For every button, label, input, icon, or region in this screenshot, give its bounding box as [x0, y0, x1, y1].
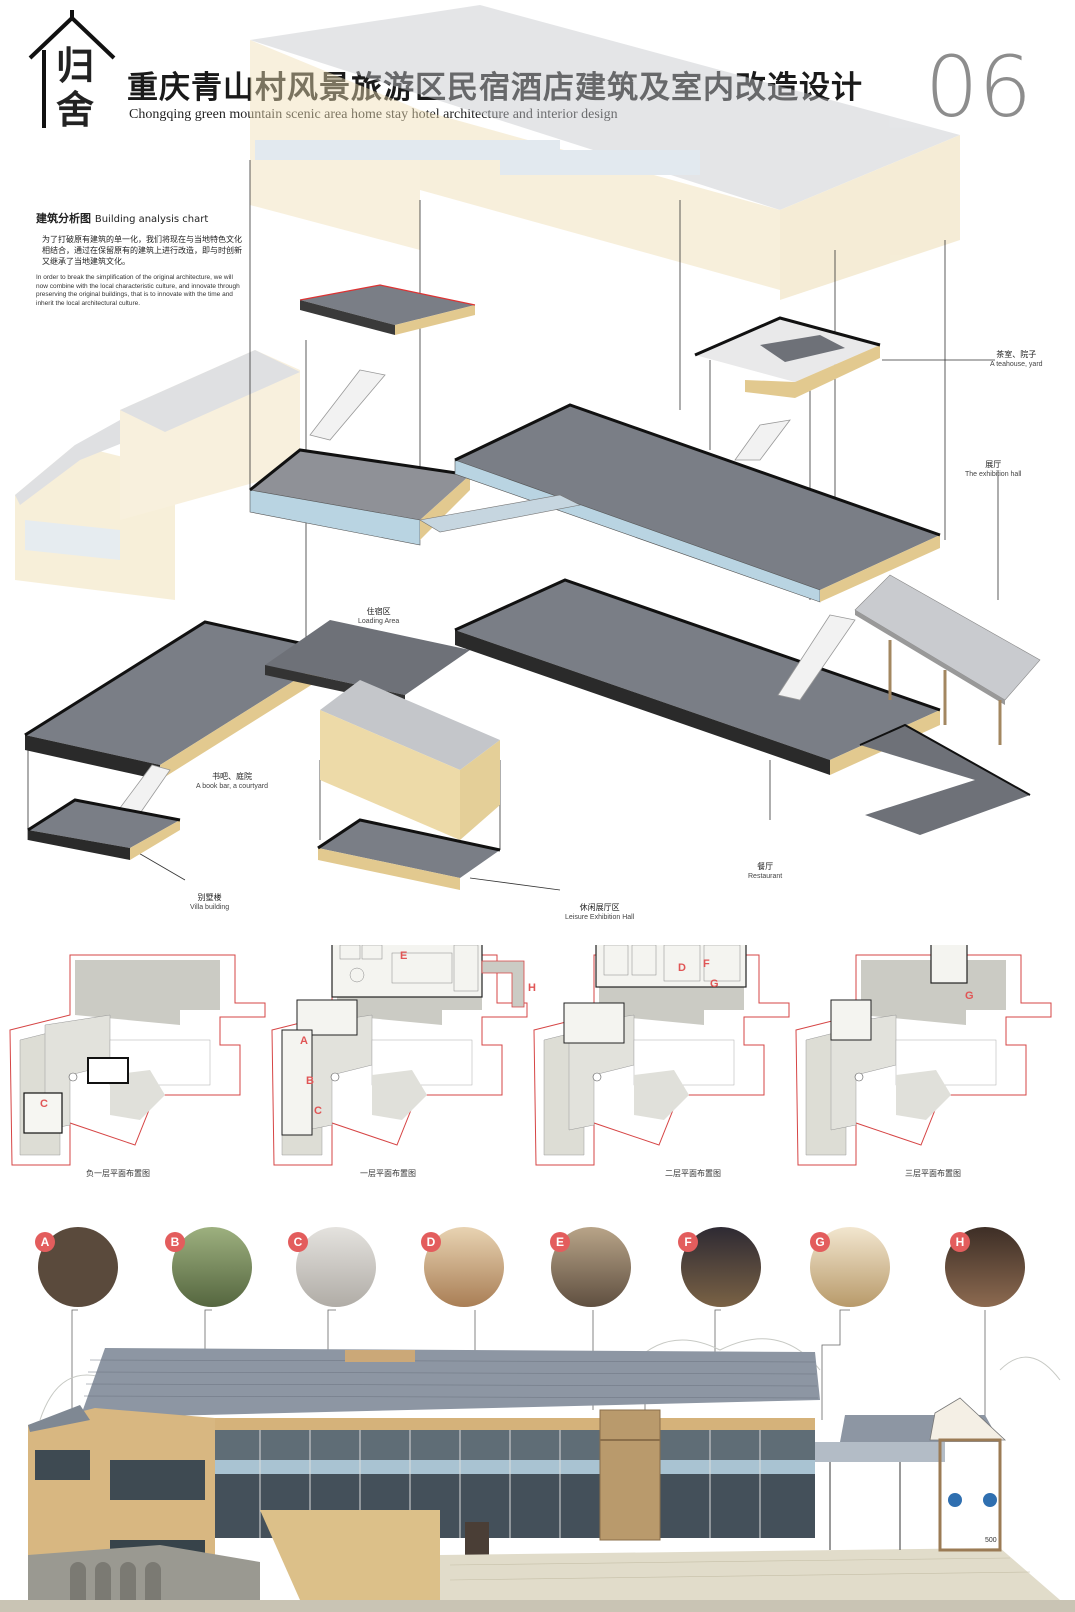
- zone-label-teahouse: 茶室、院子 A teahouse, yard: [990, 350, 1043, 370]
- plan-letter: G: [965, 990, 974, 1002]
- lantern-icon: [983, 1493, 997, 1507]
- walkway-canopy: [815, 1442, 945, 1462]
- analysis-body-cn: 为了打破原有建筑的单一化，我们将现在与当地特色文化相结合，通过在保留原有的建筑上…: [42, 235, 242, 266]
- photo-c: [296, 1227, 376, 1307]
- zone-en: Loading Area: [358, 618, 400, 625]
- roof-tiles: [83, 1359, 819, 1399]
- plan-letter: F: [703, 958, 710, 970]
- slab-teahouse: [694, 316, 881, 398]
- plan-letter: D: [678, 962, 686, 974]
- terrace: [440, 1548, 1060, 1600]
- zone-cn: 茶室、院子: [996, 350, 1037, 359]
- slab-level2: [249, 403, 941, 603]
- photo-badge-g: G: [810, 1232, 830, 1252]
- plan-letter: A: [300, 1035, 308, 1047]
- brand-logo: 归舍: [22, 10, 122, 135]
- photo-badge-h: H: [950, 1232, 970, 1252]
- skylight: [345, 1350, 415, 1362]
- plan-letter: E: [400, 950, 408, 962]
- plan-ground: [271, 945, 528, 1166]
- zone-en: The exhibition hall: [965, 471, 1022, 478]
- zone-label-loading: 住宿区 Loading Area: [358, 607, 399, 627]
- plan-letter: H: [528, 982, 536, 994]
- plan-letter: C: [40, 1098, 48, 1110]
- slab-level3-left: [299, 284, 476, 335]
- zone-cn: 展厅: [985, 460, 1002, 469]
- stone-arches: [70, 1562, 161, 1600]
- zone-en: Restaurant: [748, 873, 783, 880]
- leisure-hall-building: [317, 680, 501, 890]
- photo-badge-f: F: [678, 1232, 698, 1252]
- zone-en: A teahouse, yard: [990, 361, 1043, 368]
- main-roof: [80, 1348, 820, 1418]
- photo-b: [172, 1227, 252, 1307]
- plan-caption-second: 二层平面布置图: [665, 1169, 721, 1178]
- photo-badge-a: A: [35, 1232, 55, 1252]
- zone-label-leisure: 休闲展厅区 Leisure Exhibition Hall: [565, 903, 634, 923]
- page-number: 06: [925, 38, 1032, 136]
- entrance-frame: [599, 1409, 661, 1541]
- exploded-axonometric: [15, 5, 1041, 891]
- plan-caption-basement: 负一层平面布置图: [86, 1169, 150, 1178]
- plan-letter: G: [710, 978, 719, 990]
- lantern-icon: [948, 1493, 962, 1507]
- page-subtitle: Chongqing green mountain scenic area hom…: [129, 107, 618, 122]
- plan-second: [533, 945, 790, 1166]
- analysis-body-en: In order to break the simplification of …: [36, 274, 240, 307]
- plan-letter: B: [306, 1075, 314, 1087]
- zone-cn: 住宿区: [366, 607, 391, 616]
- terrace-lines: [449, 1557, 1031, 1581]
- upper-glazing: [215, 1430, 815, 1460]
- plan-caption-ground: 一层平面布置图: [360, 1169, 416, 1178]
- photo-badge-b: B: [165, 1232, 185, 1252]
- zone-cn: 餐厅: [757, 862, 774, 871]
- zone-label-villa: 别墅楼 Villa building: [190, 893, 229, 913]
- stone-base: [28, 1545, 260, 1600]
- stair-upper: [309, 369, 791, 461]
- zone-en: Leisure Exhibition Hall: [565, 914, 635, 921]
- photo-badge-d: D: [421, 1232, 441, 1252]
- page-title: 重庆青山村风景旅游区民宿酒店建筑及室内改造设计: [127, 62, 863, 107]
- analysis-heading: 建筑分析图 Building analysis chart: [36, 210, 246, 226]
- ghost-villa-building: [15, 350, 300, 600]
- analysis-heading-cn: 建筑分析图: [36, 212, 91, 225]
- photo-badge-c: C: [288, 1232, 308, 1252]
- zone-label-restaurant: 餐厅 Restaurant: [748, 862, 782, 882]
- south-elevation: 500: [0, 1309, 1075, 1612]
- zone-cn: 书吧、庭院: [212, 772, 252, 781]
- slab-villa-basement: [27, 798, 181, 860]
- logo-roof-icon: [28, 10, 116, 128]
- exhibition-pavilion: [854, 574, 1041, 745]
- elevation-scale-note: 500: [985, 1537, 997, 1544]
- slab-level1: [24, 578, 1031, 835]
- pavilion-gable: [929, 1397, 1007, 1441]
- zone-label-bookbar: 书吧、庭院 A book bar, a courtyard: [196, 772, 268, 792]
- zone-en: A book bar, a courtyard: [196, 783, 268, 790]
- logo-text: 归舍: [56, 43, 95, 132]
- plan-third: [795, 945, 1052, 1166]
- ghost-main-building: [250, 5, 960, 300]
- plan-caption-third: 三层平面布置图: [905, 1169, 961, 1178]
- photo-badge-e: E: [550, 1232, 570, 1252]
- pavilion-frame: [938, 1438, 1002, 1552]
- zone-cn: 休闲展厅区: [579, 903, 620, 912]
- floor-plans: [9, 945, 1052, 1166]
- ground-line: [0, 1600, 1075, 1612]
- plan-basement: [9, 954, 266, 1166]
- zone-en: Villa building: [190, 904, 230, 911]
- earth-wall: [260, 1510, 440, 1600]
- analysis-block: 建筑分析图 Building analysis chart 为了打破原有建筑的单…: [36, 210, 246, 308]
- plan-letter: C: [314, 1105, 322, 1117]
- zone-label-exhibition: 展厅 The exhibition hall: [965, 460, 1021, 480]
- zone-cn: 别墅楼: [197, 893, 222, 902]
- analysis-heading-en: Building analysis chart: [94, 214, 209, 225]
